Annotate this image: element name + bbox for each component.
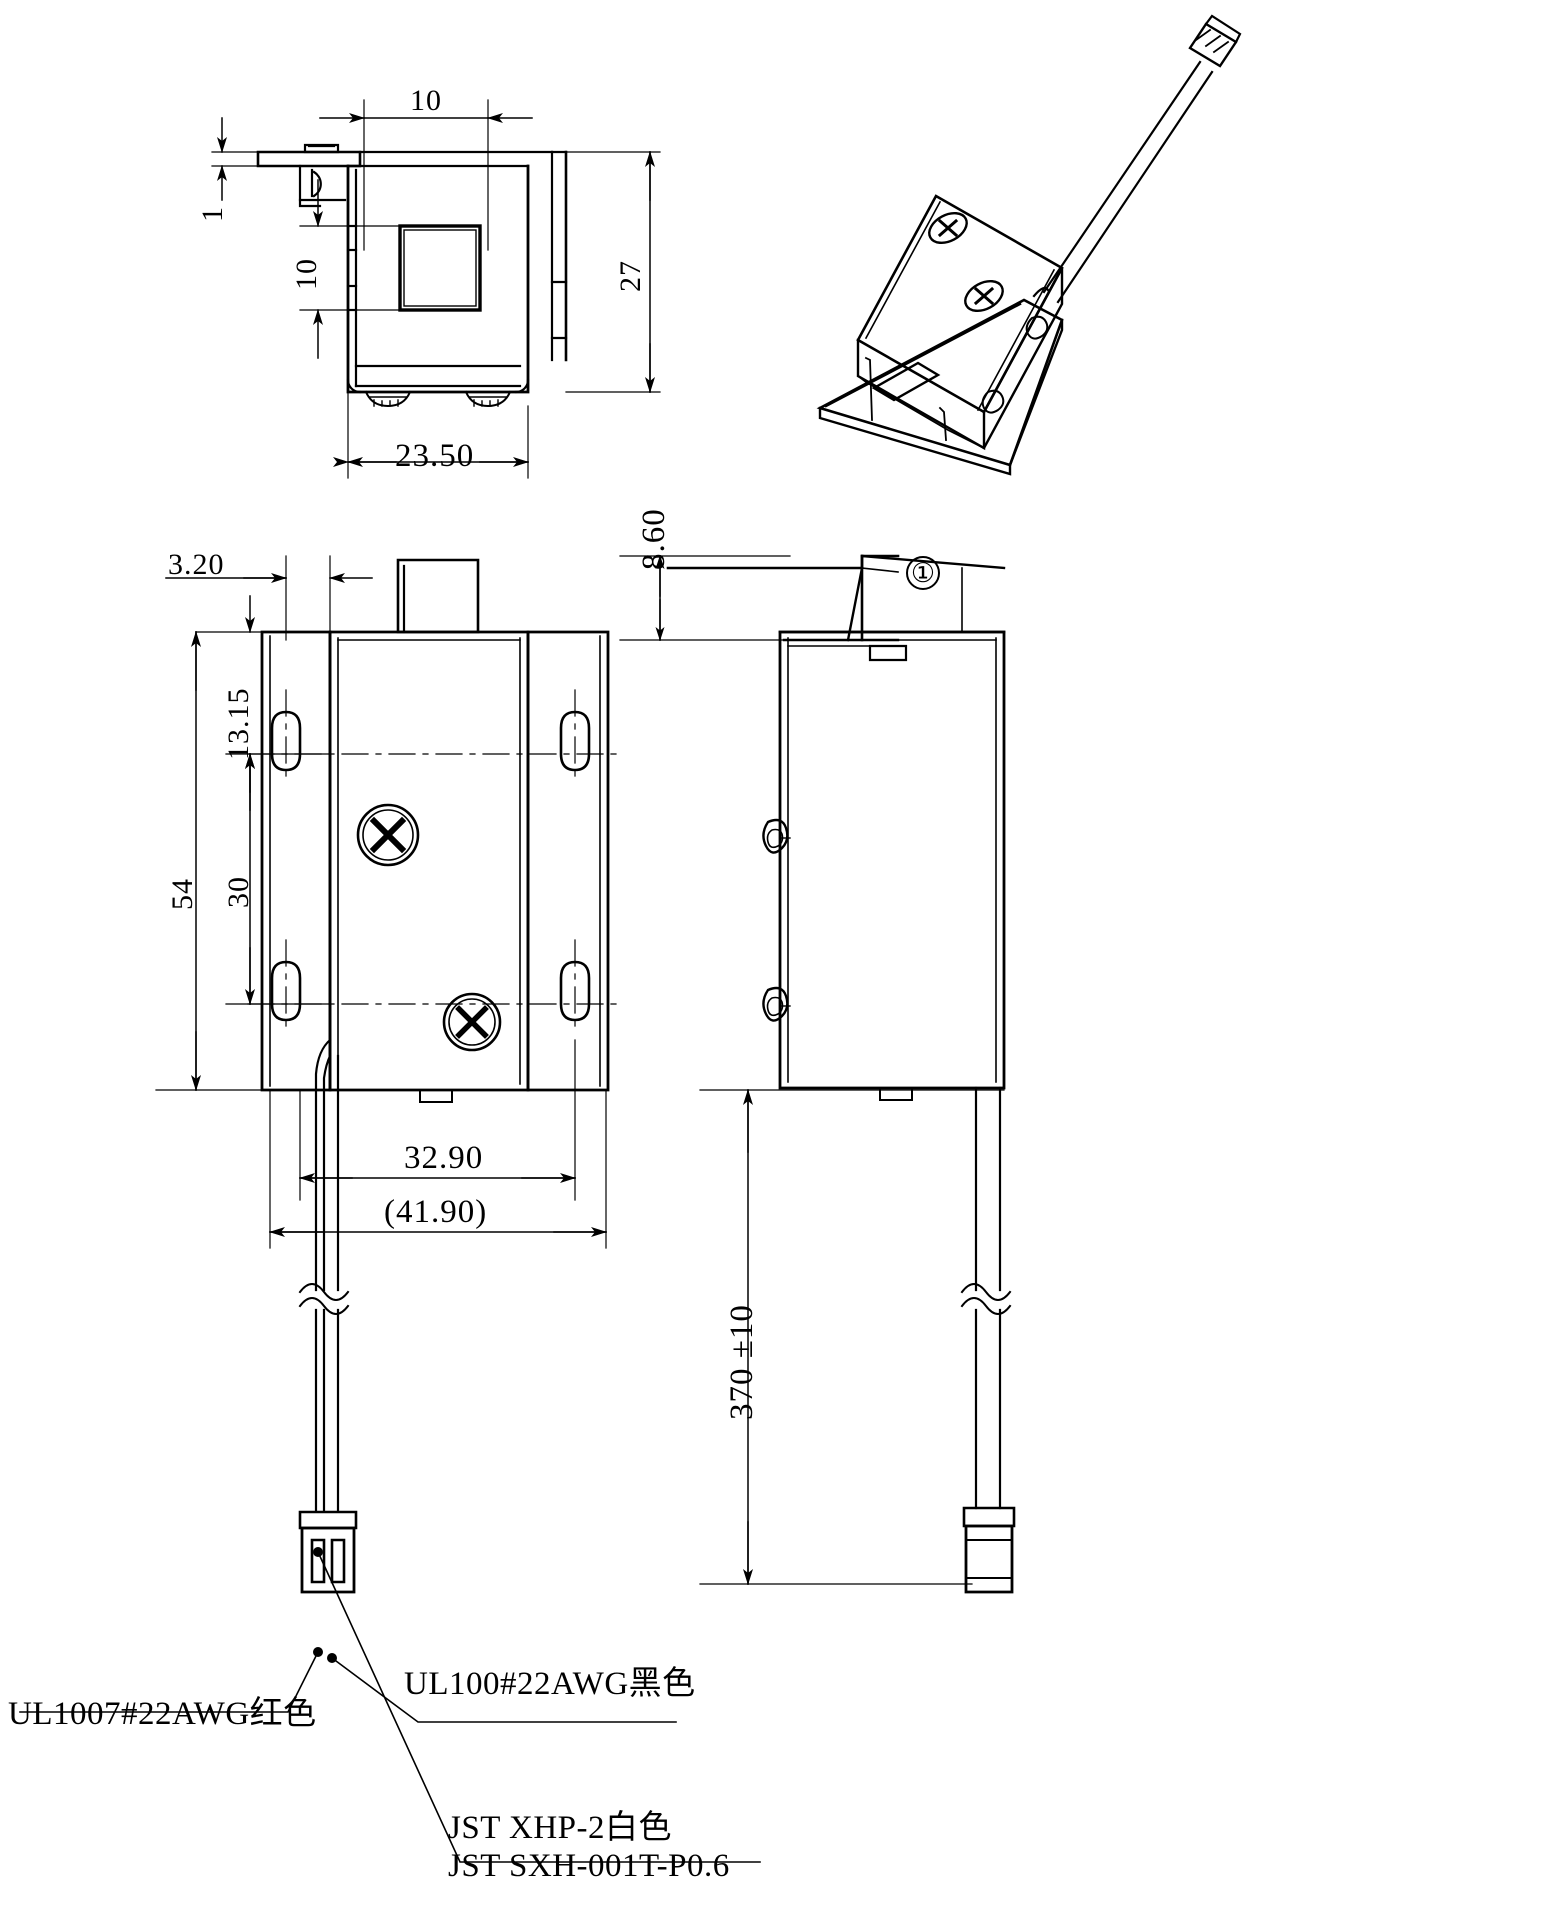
dim-top-hole-10: 10 xyxy=(290,258,323,290)
dim-front-1315: 13.15 xyxy=(222,687,255,761)
side-view-dimensions xyxy=(619,555,1005,1585)
front-view-dimensions xyxy=(155,555,607,1249)
top-view-geometry xyxy=(256,143,568,408)
dim-front-320: 3.20 xyxy=(168,548,225,581)
note-wire-black: UL100#22AWG黑色 xyxy=(404,1666,696,1702)
front-view-geometry xyxy=(247,558,621,1594)
note-leaders xyxy=(19,1547,761,1863)
dim-side-370: 370 ±10 xyxy=(724,1304,760,1420)
callout-one-side-view: ① xyxy=(906,556,940,590)
dim-front-3290: 32.90 xyxy=(404,1140,484,1176)
dim-front-54: 54 xyxy=(166,878,199,910)
iso-view-geometry xyxy=(816,14,1242,476)
note-connector-housing: JST XHP-2白色 xyxy=(448,1810,673,1846)
dim-front-30: 30 xyxy=(222,876,255,908)
dim-top-depth-2350: 23.50 xyxy=(395,438,475,474)
top-view-dimensions xyxy=(211,99,661,479)
side-view-geometry xyxy=(666,554,1016,1594)
note-wire-red: UL1007#22AWG红色 xyxy=(8,1696,317,1732)
dim-side-860: 8.60 xyxy=(636,508,672,570)
dim-top-height-27: 27 xyxy=(614,260,647,292)
dim-top-width-10: 10 xyxy=(410,84,442,117)
iso-callout-leader xyxy=(861,567,899,573)
dim-front-4190: (41.90) xyxy=(384,1194,488,1230)
dim-top-thickness-1: 1 xyxy=(196,206,229,222)
note-connector-terminal: JST SXH-001T-P0.6 xyxy=(448,1848,730,1884)
